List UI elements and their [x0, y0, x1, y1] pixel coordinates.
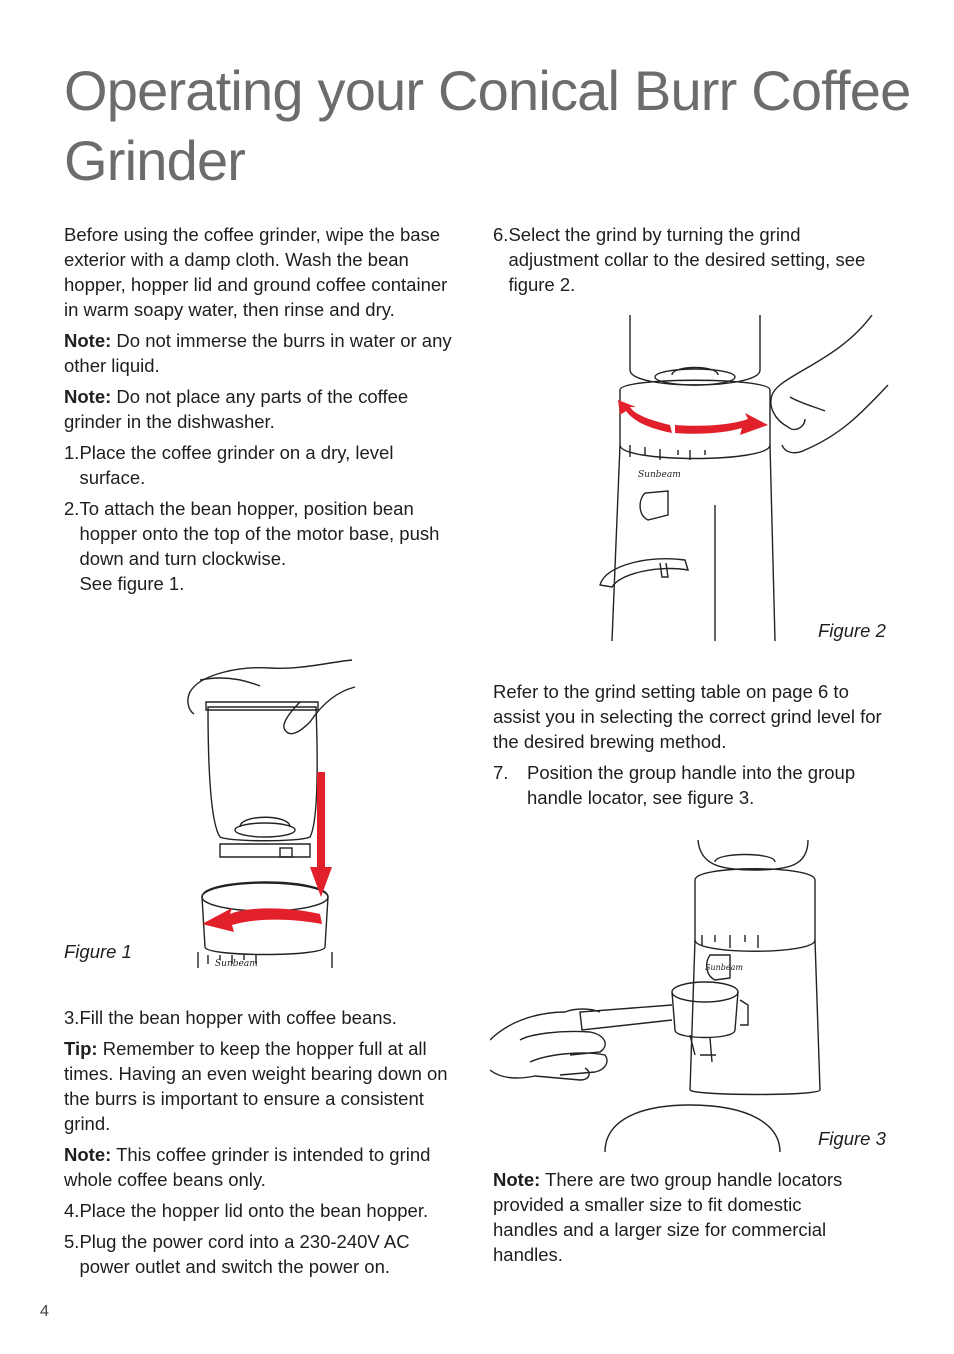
note-text: This coffee grinder is intended to grind…: [64, 1144, 431, 1190]
page-title: Operating your Conical Burr Coffee Grind…: [64, 59, 911, 192]
step-number: 3.: [64, 1007, 80, 1028]
step-text-see-figure: See figure 1.: [79, 573, 185, 594]
collar-shape: [619, 379, 771, 460]
left-column-bottom: 3.Fill the bean hopper with coffee beans…: [64, 1005, 464, 1285]
note-immerse: Note: Do not immerse the burrs in water …: [64, 328, 459, 378]
note-group-handles: Note: There are two group handle locator…: [493, 1167, 858, 1267]
figure-1-caption: Figure 1: [64, 941, 132, 962]
note-label: Note:: [64, 386, 112, 407]
step-number: 4.: [64, 1200, 80, 1221]
hand-shape: [770, 315, 889, 454]
note-text: Do not immerse the burrs in water or any…: [64, 330, 452, 376]
base-shape: [201, 881, 329, 956]
step-number: 5.: [64, 1231, 80, 1252]
motor-base-shape: [611, 444, 776, 641]
tip-paragraph: Tip: Remember to keep the hopper full at…: [64, 1036, 464, 1136]
step-text: Fill the bean hopper with coffee beans.: [79, 1007, 397, 1028]
brand-logo: Sunbeam: [638, 470, 681, 480]
step-3: 3.Fill the bean hopper with coffee beans…: [64, 1005, 464, 1030]
figure-2-caption: Figure 2: [818, 620, 886, 641]
note-dishwasher: Note: Do not place any parts of the coff…: [64, 384, 459, 434]
handle-locator: [599, 558, 689, 588]
step-number: 1.: [64, 442, 80, 463]
tip-text: Remember to keep the hopper full at all …: [64, 1038, 448, 1134]
step-text: To attach the bean hopper, position bean…: [79, 498, 440, 569]
hand-shape: [490, 1008, 608, 1081]
left-column-top: Before using the coffee grinder, wipe th…: [64, 222, 459, 602]
figure-2-illustration: Sunbeam: [599, 315, 889, 641]
step-text: Place the hopper lid onto the bean hoppe…: [79, 1200, 429, 1221]
step-text: Position the group handle into the group…: [527, 762, 856, 808]
step-number: 6.: [493, 224, 509, 245]
note-label: Note:: [493, 1169, 541, 1190]
step-text: Plug the power cord into a 230-240V AC p…: [79, 1231, 410, 1277]
right-column-top: 6.Select the grind by turning the grind …: [493, 222, 873, 303]
step-text: Place the coffee grinder on a dry, level…: [79, 442, 394, 488]
step-1: 1.Place the coffee grinder on a dry, lev…: [64, 440, 459, 490]
step-number: 2.: [64, 498, 80, 519]
note-text: There are two group handle locators prov…: [493, 1169, 843, 1265]
collar-shape: [694, 868, 816, 952]
figure-3-caption: Figure 3: [818, 1128, 886, 1149]
brand-logo: Sunbeam: [705, 963, 743, 972]
right-column-bottom: Note: There are two group handle locator…: [493, 1167, 858, 1273]
right-column-middle: Refer to the grind setting table on page…: [493, 679, 893, 816]
step-number: 7.: [493, 762, 509, 783]
intro-paragraph: Before using the coffee grinder, wipe th…: [64, 224, 448, 320]
down-arrow-shaft: [317, 772, 325, 877]
cup-bowl: [604, 1104, 781, 1152]
tip-label: Tip:: [64, 1038, 98, 1059]
note-whole-beans: Note: This coffee grinder is intended to…: [64, 1142, 464, 1192]
turn-arrow-left: [618, 400, 672, 433]
figure-3-illustration: Sunbeam: [490, 840, 821, 1152]
note-label: Note:: [64, 1144, 112, 1165]
figure-1-illustration: Sunbeam: [187, 659, 356, 968]
step-5: 5.Plug the power cord into a 230-240V AC…: [64, 1229, 464, 1279]
step-7: 7. Position the group handle into the gro…: [493, 760, 893, 810]
hopper-shape: [697, 840, 809, 871]
hopper-shape: [629, 315, 761, 386]
note-text: Do not place any parts of the coffee gri…: [64, 386, 409, 432]
hopper-shape: [207, 706, 318, 842]
turn-arrow: [202, 908, 322, 932]
note-label: Note:: [64, 330, 112, 351]
turn-arrow-right: [675, 413, 768, 435]
motor-base-shape: [689, 939, 821, 1096]
step-text: Select the grind by turning the grind ad…: [508, 224, 866, 295]
down-arrow-head: [310, 867, 332, 897]
step-6: 6.Select the grind by turning the grind …: [493, 222, 873, 297]
refer-paragraph: Refer to the grind setting table on page…: [493, 681, 882, 752]
step-4: 4.Place the hopper lid onto the bean hop…: [64, 1198, 464, 1223]
hand-shape: [189, 659, 356, 735]
brand-logo: Sunbeam: [215, 959, 258, 968]
portafilter: [671, 981, 739, 1003]
portafilter-handle: [579, 1004, 673, 1031]
page-number: 4: [40, 1303, 49, 1320]
step-2: 2.To attach the bean hopper, position be…: [64, 496, 459, 596]
